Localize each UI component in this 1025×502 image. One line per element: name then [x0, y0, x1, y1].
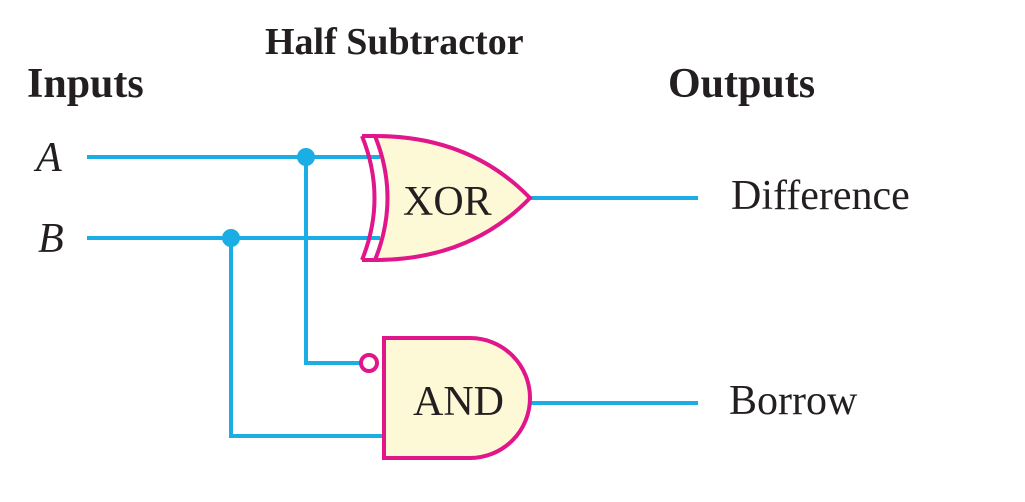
output-difference-label: Difference	[731, 173, 910, 219]
xor-gate-label: XOR	[403, 179, 492, 225]
and-gate-body	[382, 336, 532, 460]
input-a-label: A	[36, 135, 62, 181]
outputs-heading: Outputs	[668, 61, 816, 107]
output-borrow-label: Borrow	[729, 378, 858, 424]
wire-b-to-and	[229, 238, 385, 438]
xor-gate-body	[372, 133, 533, 263]
and-gate-label: AND	[413, 379, 504, 425]
xor-gate: XOR	[360, 133, 533, 263]
junction-b	[222, 229, 240, 247]
inputs-heading: Inputs	[27, 61, 144, 107]
and-gate: AND	[359, 336, 532, 460]
and-gate-inverter-bubble	[359, 353, 379, 373]
xor-gate-back-curve	[360, 135, 377, 261]
input-b-label: B	[38, 216, 64, 262]
junction-a	[297, 148, 315, 166]
wire-a-to-and	[304, 157, 362, 365]
diagram-title: Half Subtractor	[265, 21, 524, 63]
